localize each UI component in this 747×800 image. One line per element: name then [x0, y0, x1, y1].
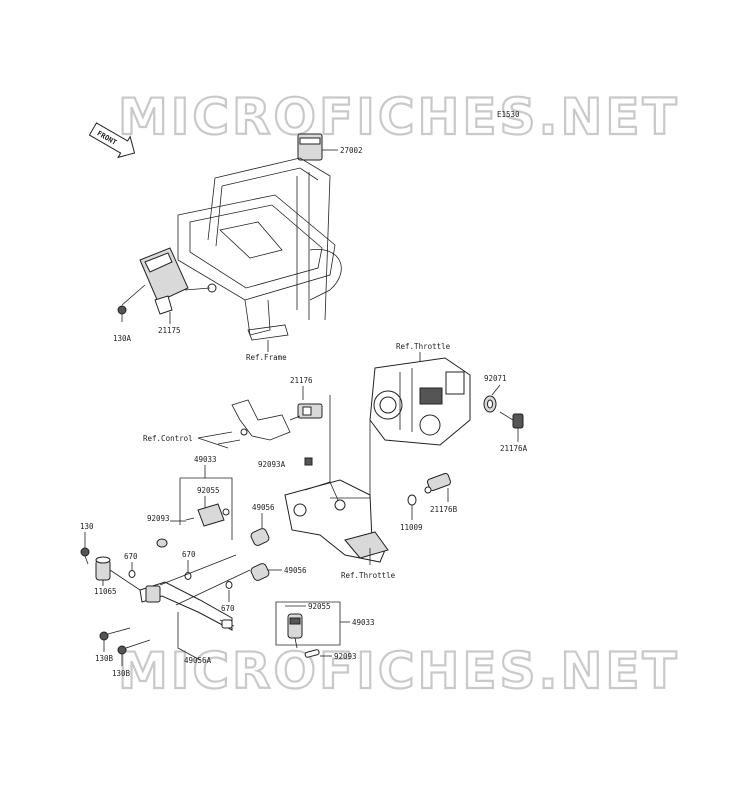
part-21176A: 21176A [500, 444, 528, 453]
hose-49056-top-shape [250, 528, 270, 546]
ecu-27002-shape [297, 133, 323, 161]
part-92093-bot: 92093 [334, 652, 357, 661]
oring-670-c-shape [225, 581, 233, 589]
hose-49056-mid-shape [250, 563, 270, 581]
gasket-11009-shape [407, 494, 417, 506]
part-92093-top: 92093 [147, 514, 170, 523]
part-92071: 92071 [484, 374, 507, 383]
part-21175: 21175 [158, 326, 181, 335]
oring-92093A-shape [304, 457, 313, 466]
part-130B-b: 130B [112, 669, 131, 678]
part-49056-top: 49056 [252, 503, 275, 512]
part-92055-top: 92055 [197, 486, 220, 495]
part-670-b: 670 [182, 550, 196, 559]
part-92093A: 92093A [258, 460, 286, 469]
part-49033-top: 49033 [194, 455, 217, 464]
diagram-code: E1530 [497, 110, 520, 119]
ref-frame-label: Ref.Frame [246, 353, 287, 362]
injector-bottom-shape [287, 613, 303, 649]
throttle-body-shape [369, 357, 471, 446]
ref-throttle-top-label: Ref.Throttle [396, 342, 451, 351]
ecu-21175-shape [139, 247, 189, 315]
part-49056A: 49056A [184, 656, 212, 665]
part-11009: 11009 [400, 523, 423, 532]
regulator-11065-shape [95, 556, 111, 581]
part-11065: 11065 [94, 587, 117, 596]
part-670-a: 670 [124, 552, 138, 561]
part-27002: 27002 [340, 146, 363, 155]
bolt-130A-shape [117, 305, 127, 322]
oring-92093-top-shape [156, 538, 168, 548]
oring-670-a-shape [128, 570, 136, 578]
part-130-label: 130 [80, 522, 94, 531]
ref-throttle-bottom-label: Ref.Throttle [341, 571, 396, 580]
ref-control-label: Ref.Control [143, 434, 193, 443]
sensor-21176B-shape [424, 472, 452, 494]
bolt-130B-a-shape [99, 627, 131, 641]
watermark-top: MICROFICHES.NET [118, 88, 680, 146]
sensor-21176-shape [289, 403, 323, 421]
watermark-bottom: MICROFICHES.NET [118, 642, 680, 700]
part-49056-mid: 49056 [284, 566, 307, 575]
part-49033-bot: 49033 [352, 618, 375, 627]
seal-92071-shape [483, 395, 497, 413]
part-21176: 21176 [290, 376, 313, 385]
intake-manifold-shape [284, 479, 389, 563]
part-670-c: 670 [221, 604, 235, 613]
sensor-21176A-shape [499, 411, 524, 429]
control-bracket-shape [217, 399, 291, 445]
part-130A: 130A [113, 334, 132, 343]
injector-top-shape [185, 503, 230, 527]
bolt-130-shape [80, 547, 90, 565]
part-130B-a: 130B [95, 654, 114, 663]
fuel-rail-shape [109, 554, 251, 631]
part-92055-bot: 92055 [308, 602, 331, 611]
frame-structure [177, 157, 342, 341]
part-21176B: 21176B [430, 505, 458, 514]
oring-92093-bot-shape [304, 649, 320, 658]
